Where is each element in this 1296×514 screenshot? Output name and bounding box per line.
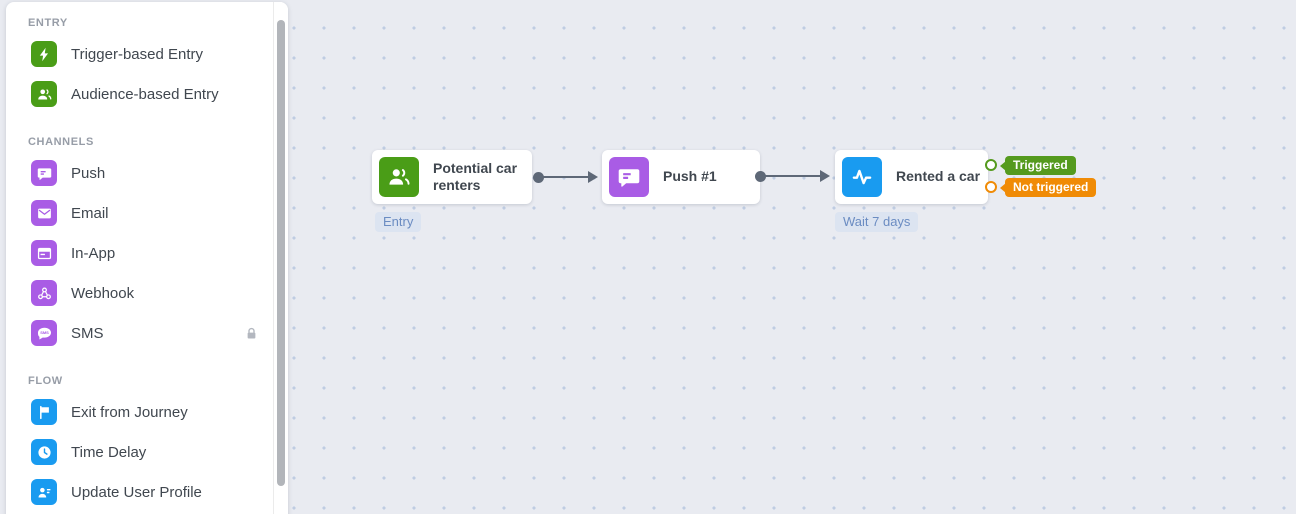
sms-bubble-icon: SMS <box>31 320 57 346</box>
node-rented-a-car[interactable]: Rented a car <box>835 150 988 204</box>
sidebar-item-label: Push <box>71 164 106 182</box>
section-header-flow: FLOW <box>28 375 63 387</box>
activity-icon <box>842 157 882 197</box>
in-app-icon <box>31 240 57 266</box>
node-potential-car-renters[interactable]: Potential car renters <box>372 150 532 204</box>
wait-tag: Wait 7 days <box>835 212 919 232</box>
sidebar-item-update-user-profile[interactable]: Update User Profile <box>6 472 273 512</box>
section-header-channels: CHANNELS <box>28 136 94 148</box>
sidebar-item-label: In-App <box>71 244 116 262</box>
user-profile-icon <box>31 479 57 505</box>
connector-dot <box>533 172 544 183</box>
sidebar-item-sms[interactable]: SMS SMS <box>6 313 273 353</box>
sidebar-item-label: Webhook <box>71 284 135 302</box>
entry-tag: Entry <box>375 212 422 232</box>
section-header-entry: ENTRY <box>28 17 68 29</box>
badge-not-triggered: Not triggered <box>1005 178 1097 197</box>
push-chat-icon <box>609 157 649 197</box>
sidebar-item-audience-based-entry[interactable]: Audience-based Entry <box>6 74 273 114</box>
clock-icon <box>31 439 57 465</box>
sidebar-item-label: Time Delay <box>71 443 147 461</box>
connector-arrowhead <box>588 171 598 183</box>
sidebar-item-email[interactable]: Email <box>6 193 273 233</box>
port-not-triggered[interactable] <box>985 181 997 193</box>
flag-icon <box>31 399 57 425</box>
sidebar-scrollbar-thumb[interactable] <box>277 20 285 486</box>
lightning-icon <box>31 41 57 67</box>
sidebar-item-time-delay[interactable]: Time Delay <box>6 432 273 472</box>
node-push-1[interactable]: Push #1 <box>602 150 760 204</box>
lock-icon <box>244 326 259 341</box>
node-title: Push #1 <box>663 168 717 185</box>
sidebar-item-push[interactable]: Push <box>6 153 273 193</box>
palette-list: ENTRY Trigger-based Entry Audience-based… <box>6 2 273 514</box>
badge-label: Triggered <box>1013 158 1068 172</box>
connector-dot <box>755 171 766 182</box>
badge-triggered: Triggered <box>1005 156 1076 175</box>
node-title: Rented a car <box>896 168 981 185</box>
port-triggered[interactable] <box>985 159 997 171</box>
sidebar-scrollbar-track[interactable] <box>273 2 288 514</box>
connector-line <box>761 175 822 177</box>
node-title: Potential car renters <box>433 159 518 194</box>
sidebar-item-trigger-based-entry[interactable]: Trigger-based Entry <box>6 34 273 74</box>
sidebar-item-label: SMS <box>71 324 104 342</box>
connector-arrowhead <box>820 170 830 182</box>
envelope-icon <box>31 200 57 226</box>
sidebar-item-label: Email <box>71 204 109 222</box>
sidebar-item-in-app[interactable]: In-App <box>6 233 273 273</box>
push-chat-icon <box>31 160 57 186</box>
connector-line <box>539 176 590 178</box>
sidebar-item-label: Audience-based Entry <box>71 85 219 103</box>
badge-label: Not triggered <box>1013 180 1089 194</box>
sidebar-item-webhook[interactable]: Webhook <box>6 273 273 313</box>
audience-icon <box>379 157 419 197</box>
webhook-icon <box>31 280 57 306</box>
audience-icon <box>31 81 57 107</box>
sidebar-item-label: Update User Profile <box>71 483 202 501</box>
node-palette-sidebar: ENTRY Trigger-based Entry Audience-based… <box>6 2 288 514</box>
sidebar-item-label: Exit from Journey <box>71 403 188 421</box>
sidebar-item-exit-from-journey[interactable]: Exit from Journey <box>6 392 273 432</box>
sidebar-item-label: Trigger-based Entry <box>71 45 203 63</box>
svg-text:SMS: SMS <box>40 330 49 335</box>
